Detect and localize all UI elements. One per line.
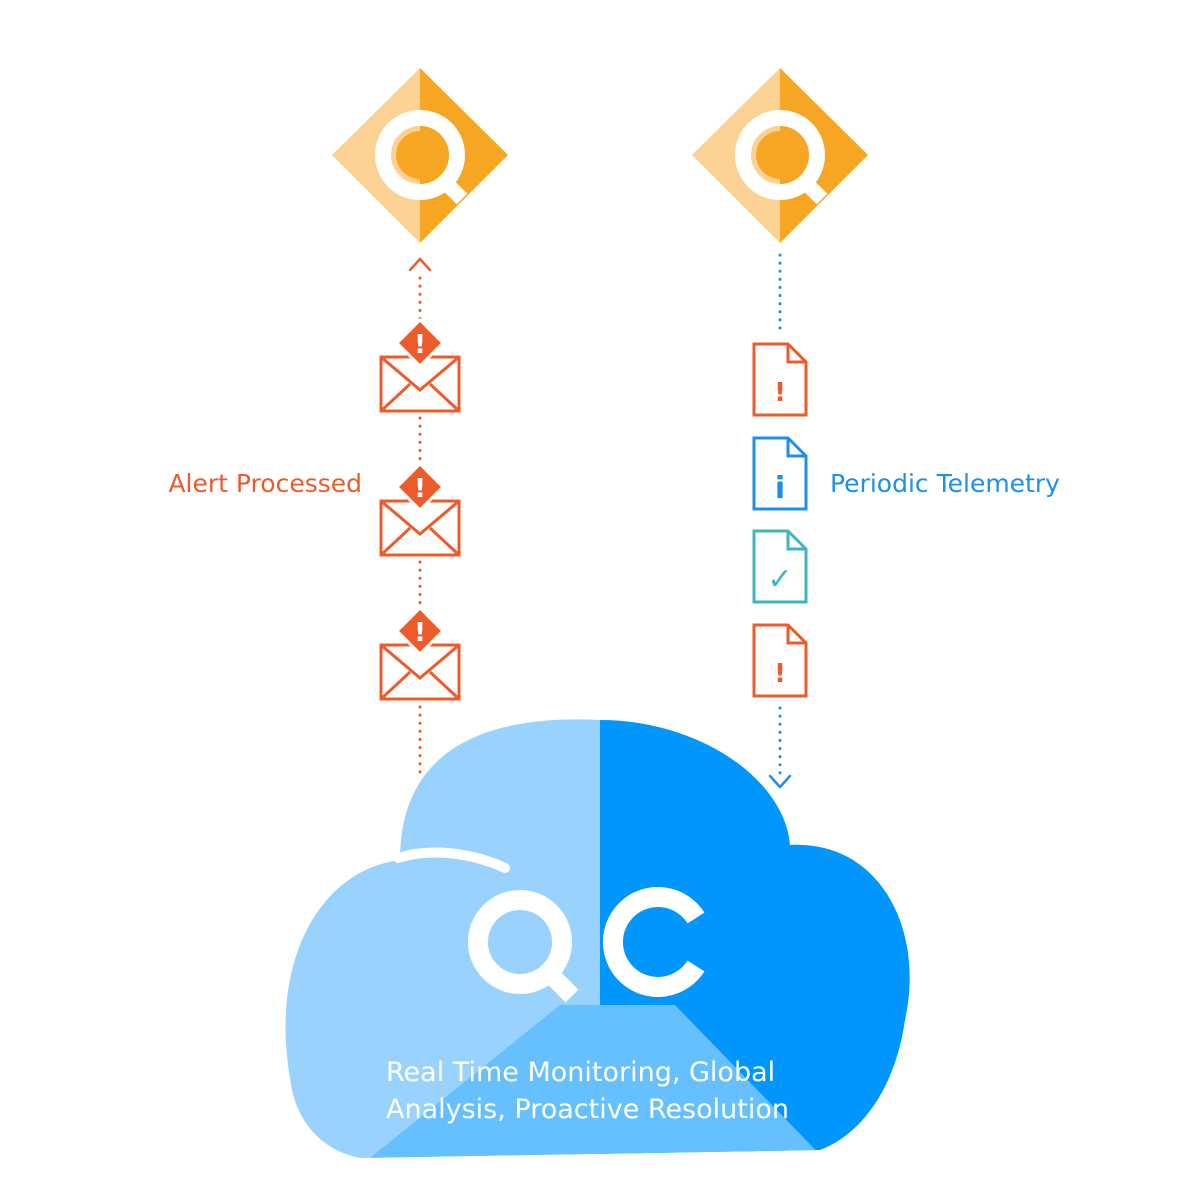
agent-diamond-logo-right <box>692 68 868 243</box>
q-tail <box>434 171 468 205</box>
info-document-icon: i <box>752 436 808 511</box>
q-ring-icon <box>735 110 825 200</box>
c-letter-icon <box>602 887 705 997</box>
q-center-dot <box>756 131 804 179</box>
alert-glyph: ! <box>774 378 786 408</box>
q-letter-tail <box>537 961 579 1003</box>
qc-logo <box>468 887 705 1003</box>
alert-glyph: ! <box>414 330 426 360</box>
check-glyph: ✓ <box>767 562 792 597</box>
q-center-dot <box>396 131 444 179</box>
cloud-caption-line-2: Analysis, Proactive Resolution <box>386 1094 789 1125</box>
alert-envelope-icon: ! <box>379 461 461 557</box>
cloud-seam <box>393 847 510 873</box>
alert-envelope-icon: ! <box>379 317 461 413</box>
check-document-icon: ✓ <box>752 529 808 604</box>
cloud-bottom-wedge <box>355 1005 835 1158</box>
arrow-down-icon <box>768 774 792 789</box>
info-glyph: i <box>775 471 785 506</box>
alert-glyph: ! <box>414 618 426 648</box>
q-tail <box>794 171 828 205</box>
alert-processed-label: Alert Processed <box>168 469 362 498</box>
cloud-caption-line-1: Real Time Monitoring, Global <box>386 1057 775 1088</box>
periodic-telemetry-label: Periodic Telemetry <box>830 469 1060 498</box>
alert-flow-line <box>408 257 432 780</box>
alert-document-icon: ! <box>752 623 808 698</box>
alert-envelope-icon: ! <box>379 605 461 701</box>
telemetry-flow-line <box>768 253 792 789</box>
arrow-up-icon <box>408 257 432 272</box>
q-ring-icon <box>375 110 465 200</box>
alert-glyph: ! <box>414 474 426 504</box>
alert-glyph: ! <box>774 659 786 689</box>
alert-document-icon: ! <box>752 342 808 417</box>
agent-diamond-logo-left <box>332 68 508 243</box>
q-letter-icon <box>468 890 572 994</box>
